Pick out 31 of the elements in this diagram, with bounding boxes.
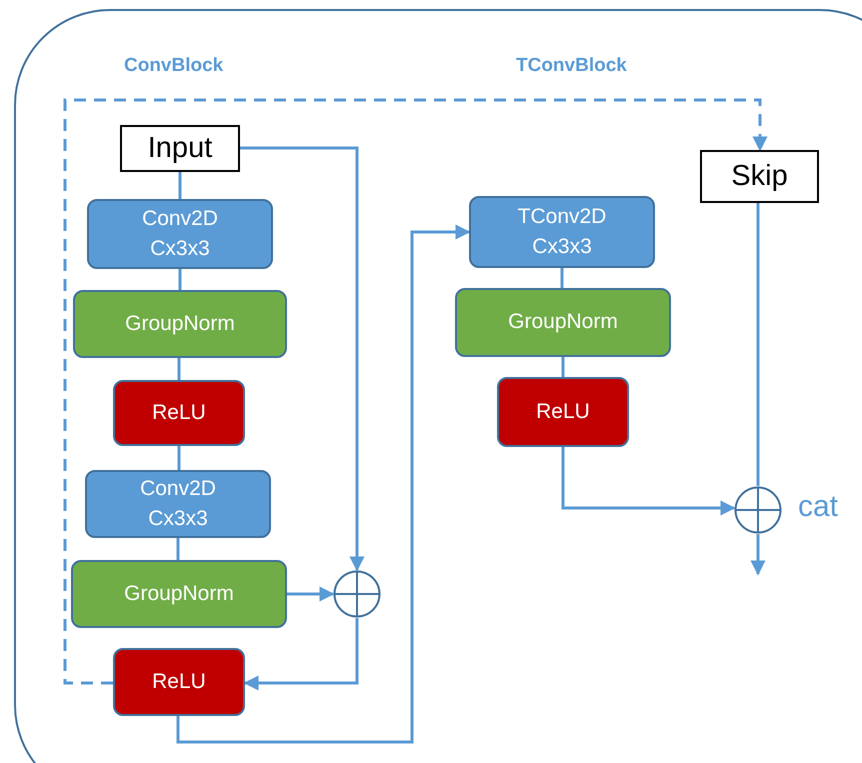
process-box: ReLU — [497, 377, 629, 447]
process-box: GroupNorm — [71, 560, 287, 628]
operator-label: cat — [798, 490, 838, 524]
process-box: GroupNorm — [73, 290, 287, 358]
arrow — [64, 98, 768, 684]
process-box: Conv2D Cx3x3 — [87, 199, 273, 269]
block-title: ConvBlock — [124, 55, 224, 77]
connector-line — [178, 446, 180, 470]
connector-line — [560, 268, 564, 288]
arrow — [240, 146, 364, 572]
process-box: ReLU — [113, 648, 245, 716]
process-box: ReLU — [113, 380, 245, 446]
operator-circle — [734, 486, 782, 534]
process-box: GroupNorm — [455, 288, 671, 357]
connector-line — [176, 538, 180, 560]
connector-line — [562, 357, 564, 377]
arrow — [750, 534, 766, 576]
operator-circle — [333, 570, 381, 618]
process-box: Conv2D Cx3x3 — [85, 470, 271, 538]
connector-line — [178, 172, 182, 199]
io-box: Input — [120, 125, 240, 172]
connector-line — [756, 203, 760, 486]
connector-line — [178, 269, 182, 290]
block-title: TConvBlock — [516, 55, 627, 77]
connector-line — [178, 358, 180, 380]
io-box: Skip — [700, 150, 819, 203]
arrow — [562, 447, 736, 516]
arrow — [176, 224, 470, 744]
arrow — [244, 618, 358, 690]
arrow — [287, 586, 334, 602]
process-box: TConv2D Cx3x3 — [469, 196, 655, 268]
